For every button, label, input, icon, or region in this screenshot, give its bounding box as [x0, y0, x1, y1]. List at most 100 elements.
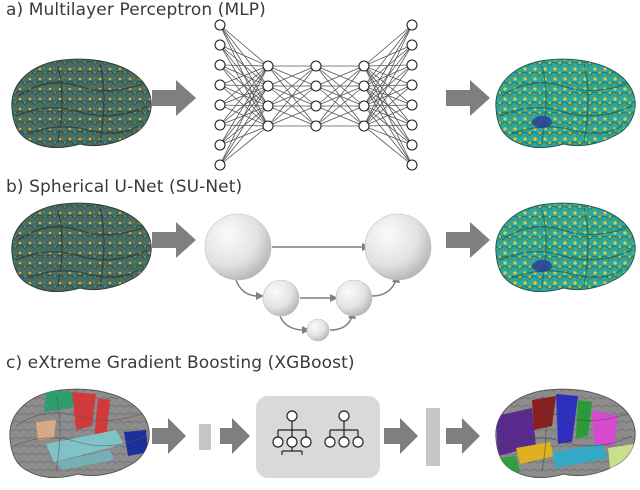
- sphere-icon: [335, 279, 373, 317]
- network-edge: [219, 65, 269, 146]
- network-node: [406, 39, 418, 51]
- brain-surface-icon: [495, 58, 636, 148]
- network-edge: [315, 65, 365, 107]
- brain-surface-icon: [9, 388, 150, 478]
- network-edge: [219, 64, 269, 67]
- network-node: [358, 60, 370, 72]
- right-block-arrow-icon: [152, 80, 196, 116]
- network-edge: [315, 85, 365, 127]
- network-edge: [219, 65, 269, 86]
- network-edge: [267, 85, 317, 127]
- xgboost-input-brain: [9, 388, 150, 478]
- brain-surface-icon: [11, 58, 152, 148]
- network-node: [214, 19, 226, 31]
- right-block-arrow-icon: [446, 80, 490, 116]
- prediction-vector-bar: [426, 408, 440, 466]
- panel-title-sunet: b) Spherical U-Net (SU-Net): [6, 177, 243, 197]
- upsample-path: [329, 315, 353, 331]
- network-edge: [363, 104, 413, 127]
- decision-tree-icon: [324, 410, 364, 448]
- network-edge: [219, 44, 269, 67]
- network-edge: [219, 65, 269, 166]
- brain-surface-icon: [495, 388, 636, 478]
- arrowhead-icon: [256, 292, 264, 300]
- network-node: [214, 139, 226, 151]
- network-node: [406, 99, 418, 111]
- downsample-path: [235, 279, 259, 297]
- decision-tree-icon: [272, 410, 312, 455]
- network-node: [214, 159, 226, 171]
- brain-surface-icon: [495, 202, 636, 292]
- network-node: [262, 60, 274, 72]
- feature-vector-bar: [199, 424, 211, 450]
- network-node: [406, 119, 418, 131]
- arrowhead-icon: [330, 294, 338, 302]
- network-edge: [363, 84, 413, 127]
- network-edge: [363, 24, 413, 87]
- panel-title-xgboost: c) eXtreme Gradient Boosting (XGBoost): [6, 353, 355, 373]
- right-block-arrow-icon: [152, 222, 196, 258]
- sphere-icon: [204, 213, 272, 281]
- network-node: [358, 100, 370, 112]
- xgboost-model-box: [256, 396, 380, 478]
- mlp-input-brain: [11, 58, 152, 148]
- network-node: [262, 100, 274, 112]
- network-edge: [315, 65, 365, 87]
- arrowhead-icon: [302, 326, 310, 334]
- downsample-path: [279, 315, 305, 331]
- sphere-icon: [364, 213, 432, 281]
- sphere-icon: [306, 318, 330, 342]
- brain-surface-icon: [11, 202, 152, 292]
- panel-title-mlp: a) Multilayer Perceptron (MLP): [6, 0, 266, 20]
- network-node: [214, 119, 226, 131]
- right-block-arrow-icon: [446, 222, 490, 258]
- network-node: [406, 159, 418, 171]
- network-node: [358, 80, 370, 92]
- network-edge: [219, 105, 269, 166]
- sunet-output-brain: [495, 202, 636, 292]
- xgboost-output-brain: [495, 388, 636, 478]
- network-node: [214, 99, 226, 111]
- sphere-icon: [262, 279, 300, 317]
- network-node: [214, 79, 226, 91]
- network-node: [214, 39, 226, 51]
- network-edge: [219, 65, 269, 106]
- network-edge: [219, 24, 269, 67]
- network-edge: [363, 24, 413, 107]
- network-edge: [315, 65, 365, 127]
- network-edge: [363, 125, 413, 146]
- network-edge: [219, 85, 269, 166]
- network-node: [262, 80, 274, 92]
- right-block-arrow-icon: [384, 418, 418, 454]
- network-edge: [267, 65, 317, 107]
- network-node: [358, 120, 370, 132]
- network-edge: [267, 105, 317, 127]
- network-edge: [363, 64, 413, 127]
- network-edge: [267, 65, 317, 127]
- network-node: [406, 79, 418, 91]
- network-node: [214, 59, 226, 71]
- network-edge: [363, 125, 413, 166]
- network-node: [262, 120, 274, 132]
- upsample-path: [371, 279, 397, 297]
- network-edge: [363, 124, 413, 127]
- right-block-arrow-icon: [446, 418, 480, 454]
- network-node: [310, 80, 322, 92]
- sunet-input-brain: [11, 202, 152, 292]
- right-block-arrow-icon: [152, 418, 186, 454]
- neural-network-icon: [214, 19, 418, 171]
- network-node: [310, 100, 322, 112]
- network-edge: [363, 44, 413, 127]
- sunet-architecture: [204, 213, 432, 342]
- network-edge: [219, 65, 269, 126]
- network-node: [310, 60, 322, 72]
- network-edge: [315, 105, 365, 127]
- network-edge: [363, 24, 413, 127]
- network-edge: [363, 24, 413, 67]
- network-node: [406, 19, 418, 31]
- network-edge: [219, 125, 269, 166]
- network-edge: [267, 65, 317, 87]
- mlp-output-brain: [495, 58, 636, 148]
- network-node: [406, 59, 418, 71]
